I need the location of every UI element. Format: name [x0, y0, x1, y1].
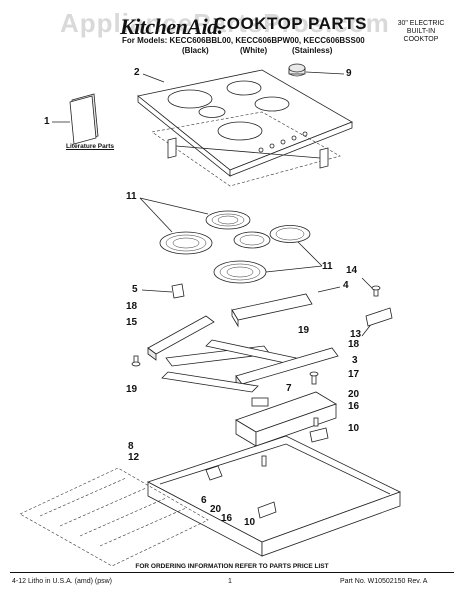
callout-19: 19	[126, 384, 138, 395]
callout-19: 19	[298, 325, 310, 336]
side-note-line: COOKTOP	[403, 36, 439, 43]
callout-16: 16	[348, 401, 360, 412]
side-note-line: BUILT-IN	[406, 28, 436, 35]
callout-18: 18	[126, 301, 138, 312]
callout-2: 2	[134, 67, 140, 78]
surface-elements	[159, 210, 311, 284]
literature-parts-label: Literature Parts	[66, 143, 115, 150]
callout-18: 18	[348, 339, 360, 350]
bottom-box	[146, 435, 402, 557]
watermark: AppliancePartsPros.com	[60, 8, 390, 38]
cooktop-glass-top	[137, 69, 353, 177]
leader-lines	[52, 71, 377, 337]
callout-6: 6	[201, 495, 207, 506]
mounting-bracket	[365, 285, 393, 327]
page-number: 1	[228, 578, 232, 585]
callout-16: 16	[221, 513, 233, 524]
footer-divider	[10, 572, 454, 573]
color-stainless: (Stainless)	[292, 46, 333, 55]
callout-9: 9	[346, 68, 352, 79]
color-black: (Black)	[182, 46, 209, 55]
callout-14: 14	[346, 265, 358, 276]
callout-11: 11	[126, 191, 137, 202]
callout-12: 12	[128, 452, 140, 463]
terminal-block	[309, 417, 329, 443]
callout-5: 5	[132, 284, 138, 295]
callout-17: 17	[348, 369, 360, 380]
part-number: Part No. W10502150 Rev. A	[340, 578, 428, 585]
side-note-line: 30" ELECTRIC	[397, 20, 445, 27]
callout-20: 20	[348, 389, 360, 400]
heat-shield	[19, 467, 209, 567]
callout-3: 3	[352, 355, 358, 366]
rear-rail	[231, 293, 313, 328]
appliance-type-note: 30" ELECTRIC BUILT-IN COOKTOP	[386, 20, 456, 44]
control-knob	[288, 63, 306, 77]
element-clip	[171, 283, 185, 299]
brand-logo: KitchenAid.	[120, 14, 223, 39]
literature-booklet	[69, 93, 99, 145]
litho-info: 4-12 Litho in U.S.A. (amd) (psw)	[12, 578, 112, 585]
callout-4: 4	[343, 280, 349, 291]
callout-10: 10	[244, 517, 256, 528]
top-frame	[151, 111, 341, 187]
callout-11: 11	[322, 261, 333, 272]
callout-20: 20	[210, 504, 222, 515]
color-white: (White)	[240, 46, 268, 55]
callout-15: 15	[126, 317, 138, 328]
callout-7: 7	[286, 383, 292, 394]
control-box-assembly	[235, 371, 337, 447]
callout-1: 1	[44, 116, 50, 127]
models-line: For Models: KECC606BBL00, KECC606BPW00, …	[122, 36, 365, 45]
callout-13: 13	[350, 329, 362, 340]
screw	[131, 355, 141, 367]
callout-10: 10	[348, 423, 360, 434]
ordering-info: FOR ORDERING INFORMATION REFER TO PARTS …	[135, 563, 329, 570]
page-title: COOKTOP PARTS	[214, 14, 367, 33]
callout-8: 8	[128, 441, 134, 452]
element-support-channels	[147, 315, 339, 393]
